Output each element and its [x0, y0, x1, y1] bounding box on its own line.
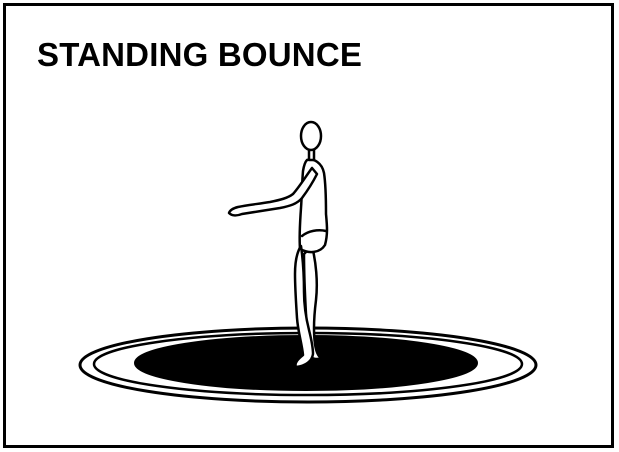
figure-head	[301, 122, 321, 150]
